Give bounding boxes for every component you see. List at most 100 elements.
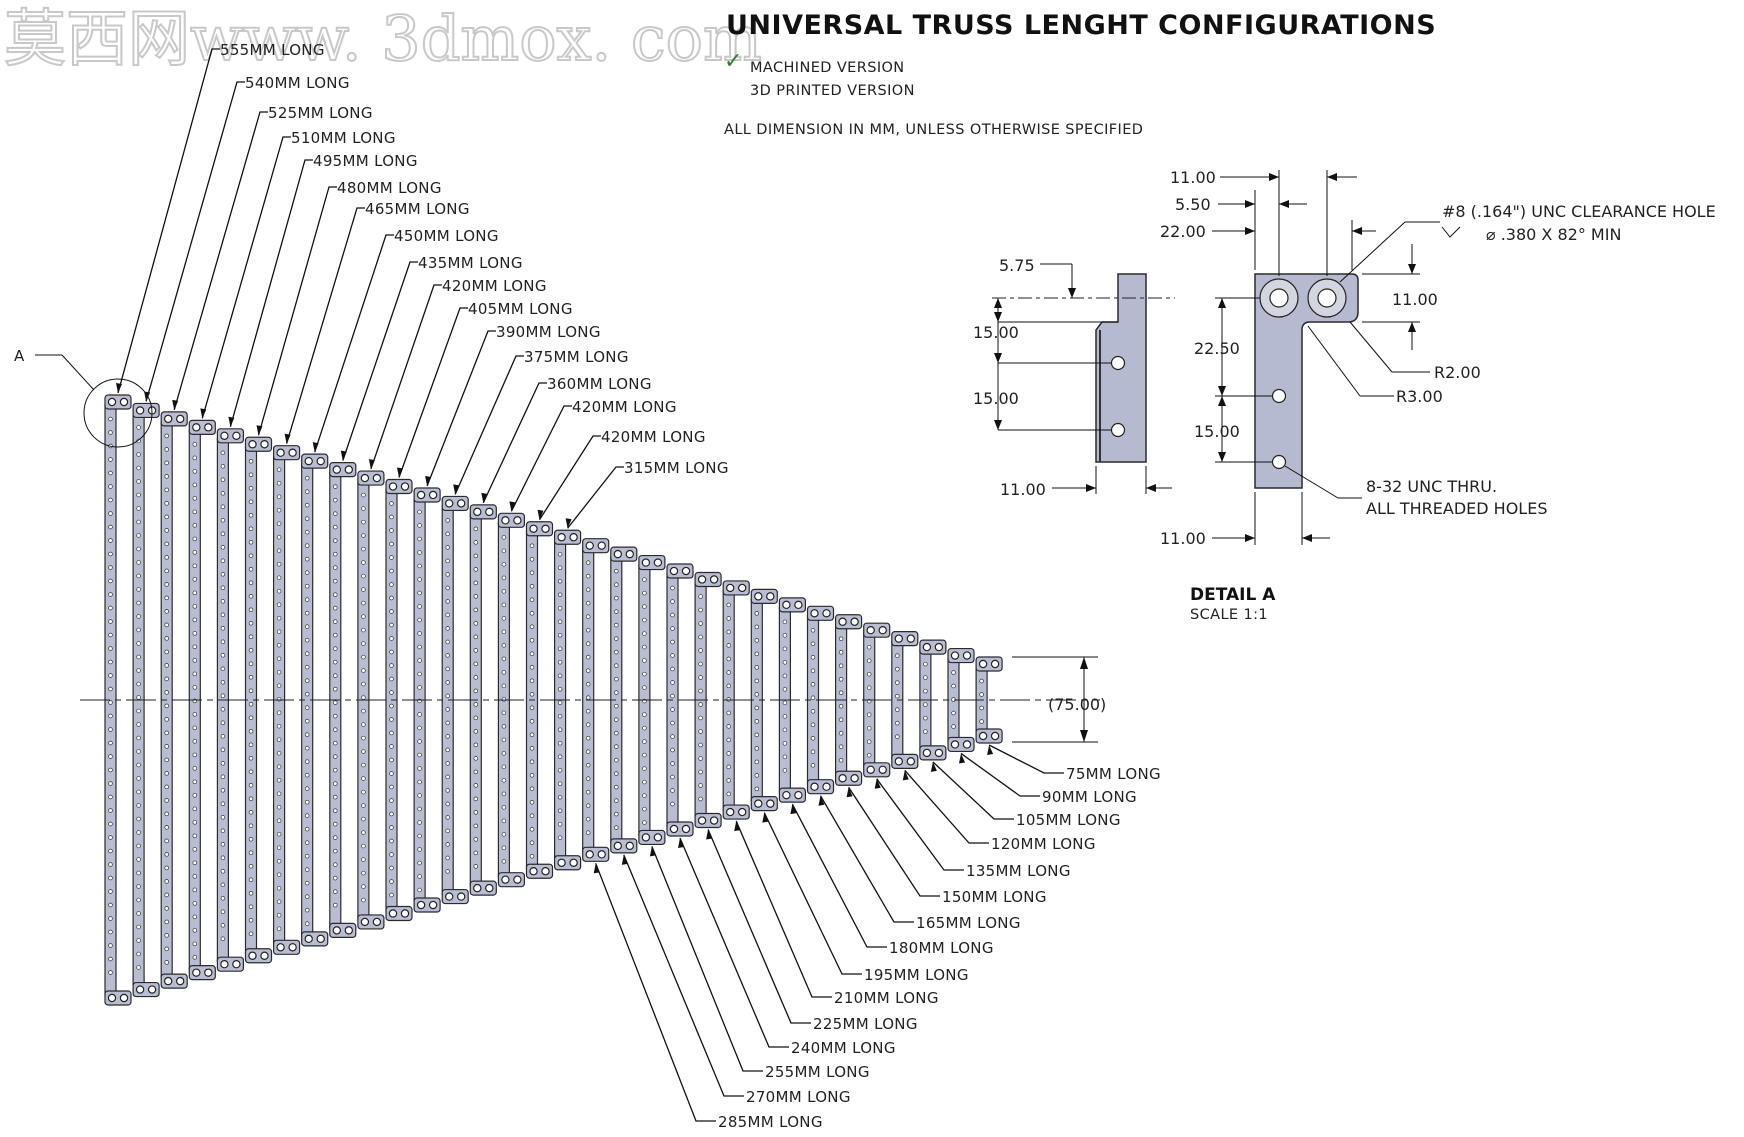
arrow-icon <box>678 837 684 848</box>
arrow-icon <box>930 761 937 772</box>
detail-front-view: 11.00 5.50 22.00 11.00 22.50 15.00 <box>1160 168 1716 623</box>
length-leader <box>173 111 268 411</box>
length-leader <box>960 752 1040 797</box>
length-leader <box>763 812 862 975</box>
length-label-bottom: 165MM LONG <box>916 914 1021 932</box>
length-leader <box>342 261 418 461</box>
length-label-top: 315MM LONG <box>624 459 729 477</box>
side-hole-2 <box>1110 422 1126 438</box>
arrow-icon <box>509 501 516 512</box>
arrow-icon <box>453 484 460 495</box>
length-leader <box>510 405 572 512</box>
detail-title: DETAIL A <box>1190 585 1276 605</box>
truss-bar <box>104 394 132 1006</box>
arrow-icon <box>256 425 263 436</box>
threaded-hole-2 <box>1271 454 1287 470</box>
length-leader <box>117 48 220 394</box>
side-hole-1 <box>1110 355 1126 371</box>
threaded-hole-1 <box>1271 388 1287 404</box>
length-leader <box>932 761 1014 820</box>
truss-bar <box>806 605 835 795</box>
arrow-down-icon <box>1080 730 1088 742</box>
length-leader <box>285 207 365 444</box>
arrow-icon <box>565 518 572 529</box>
arrow-icon <box>228 416 235 427</box>
length-leader <box>679 837 789 1048</box>
length-label-top: 450MM LONG <box>394 227 499 245</box>
length-label-bottom: 270MM LONG <box>746 1088 851 1106</box>
length-label-bottom: 150MM LONG <box>942 888 1047 906</box>
length-label-top: 420MM LONG <box>572 398 677 416</box>
length-leader <box>145 81 245 402</box>
arrow-up-icon <box>1080 657 1088 669</box>
side-dim-15-a: 15.00 <box>973 323 1019 342</box>
length-leader <box>651 846 763 1072</box>
length-label-top: 405MM LONG <box>468 300 573 318</box>
length-label-top: 435MM LONG <box>418 254 523 272</box>
length-label-top: 375MM LONG <box>524 348 629 366</box>
side-dim-5-75: 5.75 <box>999 256 1035 275</box>
length-label-bottom: 120MM LONG <box>991 835 1096 853</box>
spacing-label: (75.00) <box>1048 695 1106 714</box>
length-leader <box>623 854 744 1097</box>
arrow-icon <box>649 846 656 857</box>
truss-bar <box>610 546 638 854</box>
check-icon: ✓ <box>724 49 742 74</box>
length-leader <box>229 159 313 427</box>
length-leader <box>482 382 547 504</box>
length-label-top: 465MM LONG <box>365 200 470 218</box>
arrow-icon <box>790 804 797 815</box>
length-label-top: 555MM LONG <box>220 41 325 59</box>
radius-3-label: R3.00 <box>1396 387 1443 406</box>
length-leader <box>904 769 989 844</box>
front-dim-11-right: 11.00 <box>1392 290 1438 309</box>
length-leader <box>876 778 964 871</box>
clearance-hole-1 <box>1269 288 1289 308</box>
arrow-icon <box>397 467 403 478</box>
legend-printed: 3D PRINTED VERSION <box>750 83 915 99</box>
arrow-icon <box>846 787 853 798</box>
front-dim-5-50: 5.50 <box>1175 195 1211 214</box>
length-leader <box>988 744 1064 774</box>
arrow-icon <box>874 778 881 789</box>
length-label-top: 540MM LONG <box>245 74 350 92</box>
dimension-note: ALL DIMENSION IN MM, UNLESS OTHERWISE SP… <box>724 122 1143 138</box>
arrow-icon <box>116 383 122 393</box>
length-leader <box>707 829 811 1024</box>
arrow-icon <box>200 408 207 419</box>
arrow-icon <box>593 863 600 874</box>
front-dim-11-top: 11.00 <box>1170 168 1216 187</box>
detail-marker-label: A <box>14 347 25 365</box>
arrow-icon <box>818 795 825 806</box>
arrow-icon <box>144 391 151 402</box>
clearance-callout: #8 (.164") UNC CLEARANCE HOLE <box>1442 202 1716 221</box>
arrow-icon <box>537 509 544 520</box>
length-leader <box>791 803 887 948</box>
length-leader <box>426 330 496 487</box>
radius-2-label: R2.00 <box>1434 363 1481 382</box>
thread-callout: 8-32 UNC THRU. <box>1366 477 1497 496</box>
arrow-icon <box>481 492 488 503</box>
page-title: UNIVERSAL TRUSS LENGHT CONFIGURATIONS <box>726 10 1436 41</box>
side-dim-15-b: 15.00 <box>973 389 1019 408</box>
length-label-bottom: 135MM LONG <box>966 862 1071 880</box>
length-leader <box>314 234 394 453</box>
arrow-icon <box>284 433 291 444</box>
length-leader <box>398 307 468 478</box>
length-leader <box>454 355 524 495</box>
arrow-icon <box>902 770 909 781</box>
arrow-icon <box>425 475 432 486</box>
thread-callout-2: ALL THREADED HOLES <box>1366 499 1547 518</box>
length-leader <box>735 820 832 998</box>
length-label-top: 525MM LONG <box>268 104 373 122</box>
length-leader <box>257 186 337 436</box>
length-label-bottom: 180MM LONG <box>889 939 994 957</box>
length-label-bottom: 255MM LONG <box>765 1063 870 1081</box>
front-dim-22-top: 22.00 <box>1160 222 1206 241</box>
front-dim-22-50: 22.50 <box>1194 339 1240 358</box>
length-label-top: 420MM LONG <box>442 277 547 295</box>
length-label-bottom: 105MM LONG <box>1016 811 1121 829</box>
detail-scale: SCALE 1:1 <box>1190 607 1268 623</box>
arrow-icon <box>172 399 179 410</box>
length-label-top: 495MM LONG <box>313 152 418 170</box>
